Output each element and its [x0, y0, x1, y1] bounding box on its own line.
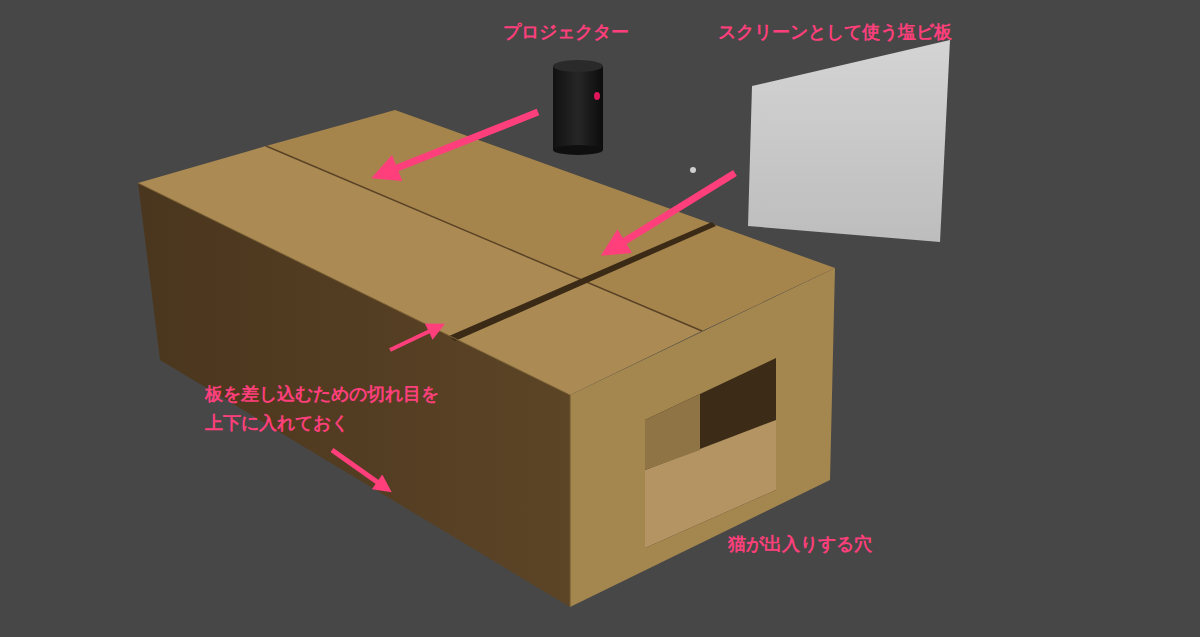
leader-arrow — [332, 450, 380, 484]
box-edge — [138, 183, 570, 395]
cardboard-box — [138, 110, 835, 607]
hole-side — [645, 394, 700, 470]
projector — [553, 60, 603, 155]
projector-lens — [594, 92, 600, 100]
top-slit — [449, 222, 716, 341]
projector-body — [553, 66, 603, 150]
callout-label: プロジェクター — [503, 18, 629, 47]
leader-arrow — [390, 330, 432, 350]
screen-board — [748, 40, 950, 242]
leader-arrow — [392, 112, 538, 170]
cat-hole — [645, 358, 776, 548]
callout-label: 板を差し込むための切れ目を 上下に入れておく — [205, 380, 457, 438]
leader-arrow — [620, 173, 735, 244]
callout-label: 猫が出入りする穴 — [728, 530, 872, 559]
projector-top — [553, 60, 603, 72]
callout-label: スクリーンとして使う塩ビ板 — [718, 18, 952, 47]
small-dot — [690, 167, 696, 173]
box-top-front — [138, 146, 702, 395]
top-seam — [266, 146, 702, 331]
box-edge — [570, 395, 571, 607]
projector-bottom — [553, 145, 603, 155]
